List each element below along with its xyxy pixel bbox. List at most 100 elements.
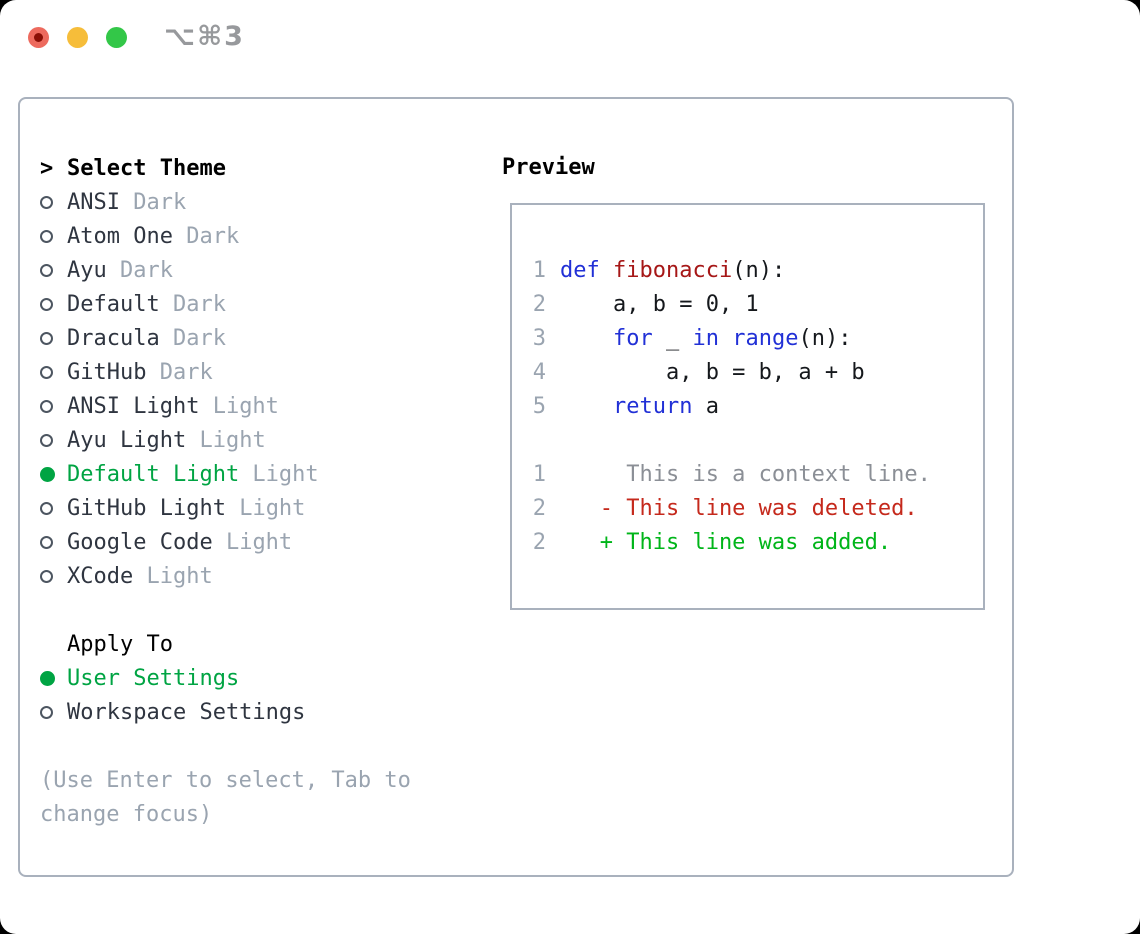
option-variant-label: Light [133, 563, 213, 589]
radio-unselected-icon [40, 195, 67, 209]
code-segment: fibonacci [613, 257, 733, 283]
code-segment: range [732, 325, 799, 351]
empty-circle-icon [40, 229, 53, 243]
code-segment: def [560, 257, 600, 283]
option-label: XCode [67, 563, 134, 589]
apply-to-heading: Apply To [40, 627, 411, 661]
option-variant-label: Dark [159, 291, 226, 317]
code-line [532, 423, 983, 457]
theme-option-github-dark[interactable]: GitHub Dark [40, 355, 411, 389]
empty-circle-icon [40, 535, 53, 549]
option-label: Ayu Light [67, 427, 187, 453]
theme-option-dracula-dark[interactable]: Dracula Dark [40, 321, 411, 355]
theme-option-xcode-light[interactable]: XCode Light [40, 559, 411, 593]
radio-unselected-icon [40, 229, 67, 243]
option-label: ANSI Light [67, 393, 200, 419]
code-segment: (n): [732, 257, 786, 283]
option-label: ANSI [67, 189, 120, 215]
code-line: 4 a, b = b, a + b [532, 355, 983, 389]
code-segment: _ [652, 325, 693, 351]
theme-option-user-settings[interactable]: User Settings [40, 661, 411, 695]
code-segment [600, 258, 613, 283]
option-label: Workspace Settings [67, 699, 306, 725]
help-text: (Use Enter to select, Tab to change focus… [40, 763, 411, 831]
theme-option-workspace-settings[interactable]: Workspace Settings [40, 695, 411, 729]
empty-circle-icon [40, 365, 53, 379]
radio-unselected-icon [40, 433, 67, 447]
theme-option-ayu-dark[interactable]: Ayu Dark [40, 253, 411, 287]
option-variant-label: Light [225, 495, 306, 521]
select-theme-title: Select Theme [67, 155, 226, 181]
code-segment: This is a context line. [560, 461, 931, 487]
theme-option-atom-one-dark[interactable]: Atom One Dark [40, 219, 411, 253]
theme-option-ayu-light-light[interactable]: Ayu Light Light [40, 423, 411, 457]
code-line: 5 return a [532, 389, 983, 423]
filled-circle-icon [40, 466, 55, 482]
option-label: Dracula [67, 325, 160, 351]
preview-title: Preview [502, 155, 595, 180]
empty-circle-icon [40, 263, 53, 277]
code-line: 2 + This line was added. [532, 525, 983, 559]
theme-option-github-light-light[interactable]: GitHub Light Light [40, 491, 411, 525]
code-line: 2 a, b = 0, 1 [532, 287, 983, 321]
option-label: Default Light [67, 461, 240, 487]
radio-selected-icon [40, 670, 67, 686]
option-variant-label: Light [186, 427, 266, 453]
line-number: 3 [532, 325, 546, 351]
line-number: 2 [532, 529, 546, 555]
code-segment [560, 394, 613, 419]
theme-option-default-light-light[interactable]: Default Light Light [40, 457, 411, 491]
option-variant-label: Light [239, 461, 319, 487]
radio-selected-icon [40, 466, 67, 482]
empty-circle-icon [40, 433, 53, 447]
line-number: 4 [532, 359, 546, 385]
option-variant-label: Dark [119, 189, 187, 215]
empty-circle-icon [40, 331, 53, 345]
code-segment: a, b = b, a + b [560, 359, 865, 385]
option-label: User Settings [67, 665, 240, 691]
close-dot-icon [34, 33, 43, 42]
code-segment: + This line was added. [560, 529, 892, 555]
theme-option-ansi-light-light[interactable]: ANSI Light Light [40, 389, 411, 423]
code-segment: (n): [798, 325, 852, 351]
option-label: Atom One [67, 223, 173, 249]
selection-caret-icon: > [40, 155, 54, 181]
theme-option-google-code-light[interactable]: Google Code Light [40, 525, 411, 559]
apply-to-title: Apply To [67, 631, 173, 657]
option-variant-label: Dark [159, 325, 226, 351]
help-text-line: change focus) [40, 801, 213, 827]
option-variant-label: Light [199, 393, 279, 419]
code-line: 3 for _ in range(n): [532, 321, 983, 355]
help-text-line: (Use Enter to select, Tab to [40, 767, 411, 793]
code-segment: a [692, 393, 719, 419]
window-shortcut-label: ⌥⌘3 [164, 21, 245, 52]
line-number: 1 [532, 257, 546, 283]
traffic-lights [28, 27, 127, 48]
option-label: Ayu [67, 257, 107, 283]
minimize-button[interactable] [67, 27, 88, 48]
close-button[interactable] [28, 27, 49, 48]
theme-option-ansi-dark[interactable]: ANSI Dark [40, 185, 411, 219]
radio-unselected-icon [40, 365, 67, 379]
code-line: 1 def fibonacci(n): [532, 253, 983, 287]
spacer [40, 593, 411, 627]
zoom-button[interactable] [106, 27, 127, 48]
option-label: GitHub [67, 359, 147, 385]
radio-unselected-icon [40, 331, 67, 345]
option-label: Default [67, 291, 160, 317]
radio-unselected-icon [40, 569, 67, 583]
option-variant-label: Light [212, 529, 293, 555]
code-segment: return [612, 393, 693, 419]
radio-unselected-icon [40, 297, 67, 311]
theme-option-default-dark[interactable]: Default Dark [40, 287, 411, 321]
spacer [40, 729, 411, 763]
code-segment [719, 326, 732, 351]
empty-circle-icon [40, 705, 53, 719]
option-label: GitHub Light [67, 495, 226, 521]
option-variant-label: Dark [146, 359, 213, 385]
empty-circle-icon [40, 399, 53, 413]
